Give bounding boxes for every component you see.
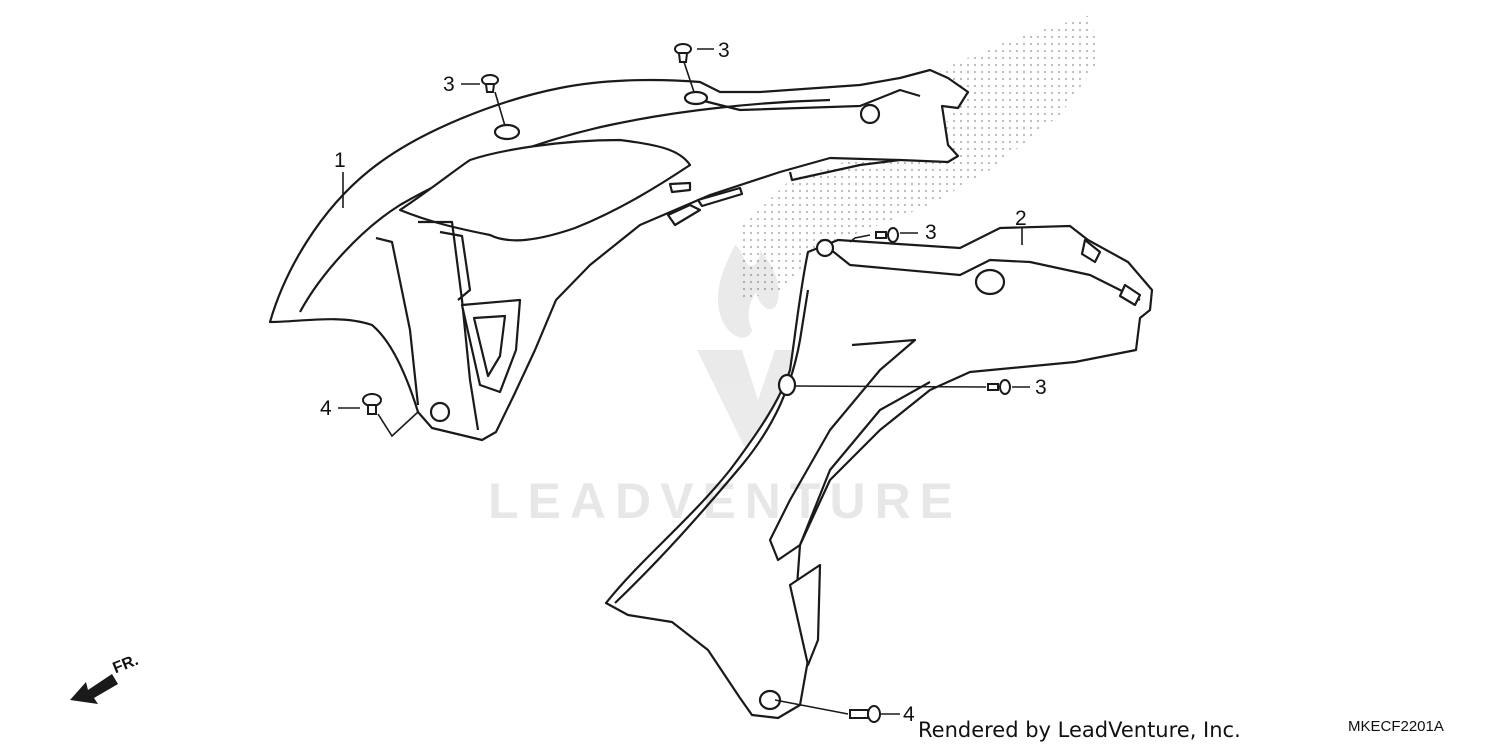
front-arrow-icon [70,674,118,704]
screw-c [875,227,899,243]
callout-bolt-b: 4 [903,703,915,726]
leader-lines [338,48,1030,715]
screw-b [674,43,692,63]
callout-screw-a: 3 [443,73,455,96]
watermark-logo [697,245,810,448]
diagram-code: MKECF2201A [1348,718,1444,735]
callout-screw-d: 3 [1035,376,1047,399]
render-credit: Rendered by LeadVenture, Inc. [918,718,1241,742]
screw-a [481,74,499,93]
callout-part-2: 2 [1015,207,1027,230]
watermark-text: LEADVENTURE [488,473,963,529]
bolt-a [362,393,382,415]
callout-bolt-a: 4 [320,397,332,420]
screw-d [987,379,1011,395]
callout-screw-b: 3 [718,39,730,62]
callout-part-1: 1 [334,149,346,172]
callout-screw-c: 3 [925,221,937,244]
part-1-left-shroud [268,68,970,442]
bolt-b [849,705,881,723]
part-2-right-shroud [604,224,1154,720]
